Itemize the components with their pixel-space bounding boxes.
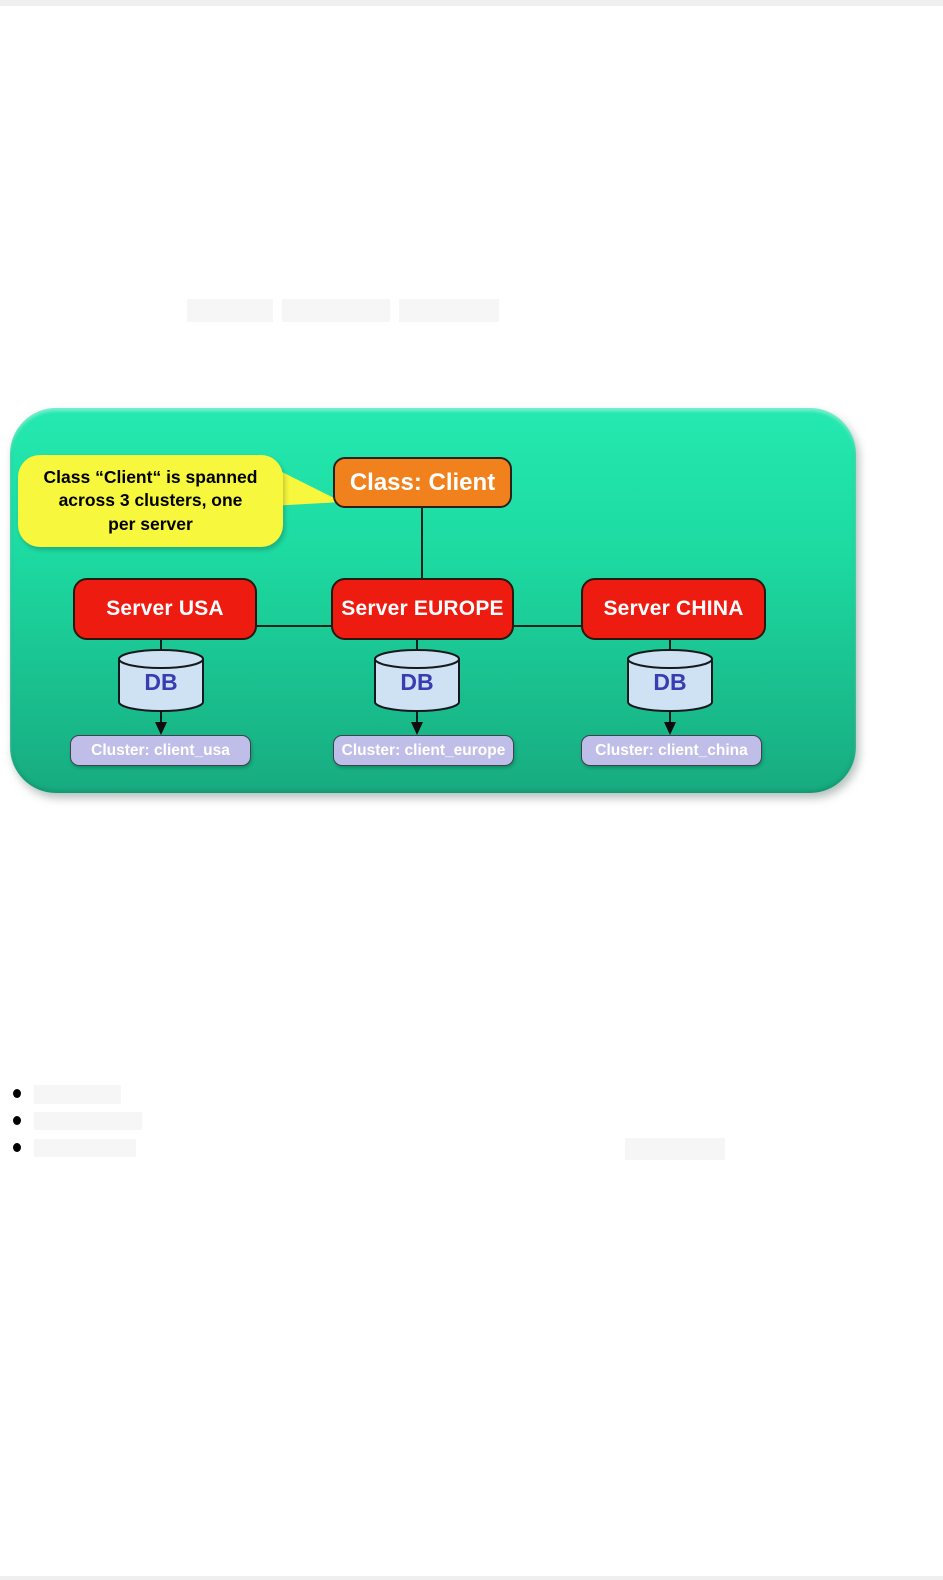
arrow-db-cluster-usa: [155, 711, 167, 735]
class-node: Class: Client: [333, 457, 512, 508]
cluster-node-usa: Cluster: client_usa: [70, 735, 251, 766]
text-placeholder-1: [187, 299, 273, 322]
diagram-connectors: [118, 466, 713, 735]
page-bottom-edge: [0, 1576, 943, 1580]
server-node-china: Server CHINA: [581, 578, 766, 640]
db-cylinder-europe: [374, 649, 460, 712]
architecture-diagram: Class “Client“ is spanned across 3 clust…: [10, 408, 856, 793]
bullet-dot-3: [13, 1143, 21, 1152]
bullet-text-placeholder-2: [34, 1112, 142, 1130]
server-node-europe: Server EUROPE: [331, 578, 514, 640]
db-label-china: DB: [653, 669, 687, 695]
bullet-dot-2: [13, 1116, 21, 1125]
bullet-text-placeholder-3: [34, 1139, 136, 1157]
callout-text: Class “Client“ is spanned across 3 clust…: [43, 467, 258, 534]
db-cylinder-usa: [118, 649, 204, 712]
arrow-db-cluster-europe: [411, 711, 423, 735]
inline-text-placeholder-right: [625, 1138, 725, 1160]
page-top-edge: [0, 0, 943, 6]
callout-tail: [270, 466, 342, 506]
db-label-usa: DB: [144, 669, 178, 695]
callout-bubble: Class “Client“ is spanned across 3 clust…: [18, 455, 283, 547]
text-placeholder-2: [282, 299, 390, 322]
cluster-node-china: Cluster: client_china: [581, 735, 762, 766]
db-label-europe: DB: [400, 669, 434, 695]
cluster-node-europe: Cluster: client_europe: [333, 735, 514, 766]
bullet-text-placeholder-1: [34, 1085, 121, 1104]
text-placeholder-3: [399, 299, 499, 322]
db-cylinder-china: [627, 649, 713, 712]
server-node-usa: Server USA: [73, 578, 257, 640]
bullet-dot-1: [13, 1089, 21, 1098]
arrow-db-cluster-china: [664, 711, 676, 735]
